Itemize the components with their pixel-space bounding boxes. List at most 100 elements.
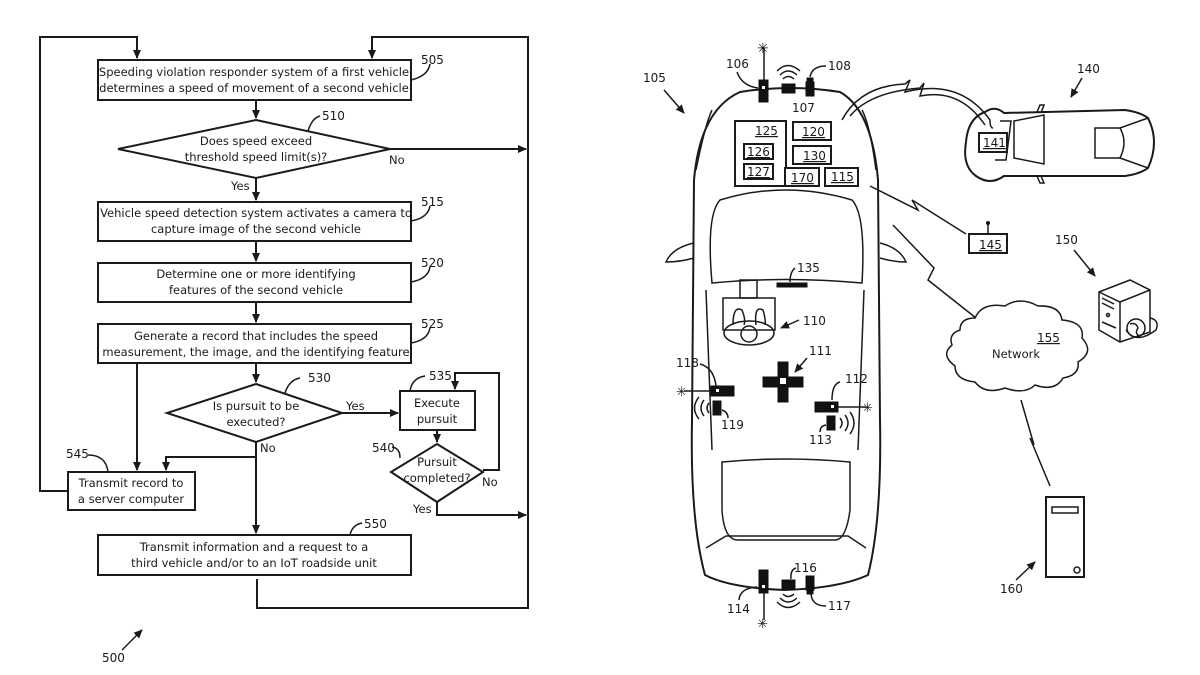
decision-510-no: No [389, 153, 405, 167]
ref-116: 116 [794, 561, 817, 575]
ref-115: 115 [831, 170, 854, 184]
step-520-line2: features of the second vehicle [169, 283, 343, 297]
ref-130: 130 [803, 149, 826, 163]
ref-135: 135 [797, 261, 820, 275]
step-515-line2: capture image of the second vehicle [151, 222, 361, 236]
sensor-107 [776, 64, 801, 94]
system-diagram: 105 ✳ 106 107 108 125 126 [643, 40, 1158, 631]
ref-114: 114 [727, 602, 750, 616]
ref-108: 108 [828, 59, 851, 73]
laser-burst-icon: ✳ [676, 384, 687, 399]
sensor-116 [776, 579, 801, 609]
ref-105: 105 [643, 71, 666, 85]
step-535: Execute pursuit 535 [399, 369, 476, 431]
sensor-108 [805, 77, 815, 97]
component-141: 141 [978, 132, 1008, 153]
ref-118: 118 [676, 356, 699, 370]
wireless-link-141 [841, 79, 994, 129]
ref-160: 160 [1000, 582, 1023, 596]
decision-510: Does speed exceed threshold speed limit(… [117, 109, 405, 193]
ref-140: 140 [1077, 62, 1100, 76]
network-label: Network [992, 347, 1040, 361]
ref-107: 107 [792, 101, 815, 115]
decision-530-no: No [260, 441, 276, 455]
module-170: 170 [784, 167, 820, 187]
roadside-unit-145: 145 [968, 221, 1008, 254]
sensor-119 [693, 396, 722, 420]
ref-535: 535 [429, 369, 452, 383]
module-115: 115 [824, 167, 859, 187]
decision-530-line2: executed? [227, 415, 286, 429]
ref-550: 550 [364, 517, 387, 531]
figure-ref-500: 500 [102, 651, 125, 665]
sensor-114: ✳ [757, 569, 769, 631]
step-525: Generate a record that includes the spee… [97, 317, 444, 364]
step-535-line1: Execute [414, 396, 460, 410]
sensor-113 [826, 411, 855, 435]
ref-110: 110 [803, 314, 826, 328]
decision-540-line2: completed? [403, 471, 470, 485]
step-550-line1: Transmit information and a request to a [139, 540, 369, 554]
laser-burst-icon: ✳ [757, 616, 768, 631]
ref-520: 520 [421, 256, 444, 270]
decision-530-line1: Is pursuit to be [213, 399, 300, 413]
ref-155: 155 [1037, 331, 1060, 345]
server-150 [1098, 279, 1158, 343]
decision-540-line1: Pursuit [417, 455, 457, 469]
decision-530: Is pursuit to be executed? 530 Yes No [163, 371, 365, 455]
ref-515: 515 [421, 195, 444, 209]
ref-127: 127 [747, 165, 770, 179]
module-group-125: 125 126 127 [734, 120, 787, 187]
step-520-line1: Determine one or more identifying [156, 267, 355, 281]
ref-112: 112 [845, 372, 868, 386]
ref-113: 113 [809, 433, 832, 447]
yes-arrow-540 [436, 496, 527, 519]
step-505-line2: determines a speed of movement of a seco… [99, 81, 409, 95]
step-550-line2: third vehicle and/or to an IoT roadside … [131, 556, 377, 570]
flowchart: Speeding violation responder system of a… [39, 36, 529, 665]
step-515: Vehicle speed detection system activates… [97, 195, 444, 242]
laser-burst-icon: ✳ [757, 40, 769, 56]
step-525-line2: measurement, the image, and the identify… [102, 345, 409, 359]
ref-117: 117 [828, 599, 851, 613]
ref-106: 106 [726, 57, 749, 71]
decision-540: Pursuit completed? 540 No Yes [372, 441, 498, 516]
component-135 [776, 282, 808, 288]
laser-burst-icon: ✳ [862, 400, 873, 415]
ref-125: 125 [755, 124, 778, 138]
step-520: Determine one or more identifying featur… [97, 256, 444, 303]
module-120: 120 [792, 121, 832, 141]
sensor-111 [762, 361, 804, 403]
sensor-117 [805, 575, 815, 595]
decision-510-yes: Yes [230, 179, 250, 193]
figure-ref-arrow [121, 629, 143, 651]
loop-from-550 [256, 36, 529, 609]
decision-540-no: No [482, 475, 498, 489]
ref-150: 150 [1055, 233, 1078, 247]
ref-120: 120 [802, 125, 825, 139]
decision-510-line2: threshold speed limit(s)? [185, 150, 328, 164]
ref-119: 119 [721, 418, 744, 432]
loop-from-545 [39, 36, 141, 492]
ref-111: 111 [809, 344, 832, 358]
step-550: Transmit information and a request to a … [97, 517, 412, 576]
network-cloud: Network 155 [946, 300, 1089, 392]
ref-540: 540 [372, 441, 395, 455]
second-vehicle [964, 104, 1155, 184]
ref-510: 510 [322, 109, 345, 123]
wireless-link-160 [1020, 399, 1051, 487]
step-525-line1: Generate a record that includes the spee… [134, 329, 378, 343]
module-130: 130 [792, 145, 832, 165]
ref-525: 525 [421, 317, 444, 331]
ref-170: 170 [791, 171, 814, 185]
step-545-line2: a server computer [78, 492, 184, 506]
step-515-line1: Vehicle speed detection system activates… [100, 206, 412, 220]
step-505-line1: Speeding violation responder system of a… [99, 65, 409, 79]
driver-seat-110 [722, 279, 776, 346]
step-545-line1: Transmit record to [78, 476, 184, 490]
wireless-link-145 [869, 185, 967, 235]
decision-530-yes: Yes [345, 399, 365, 413]
decision-510-line1: Does speed exceed [200, 134, 312, 148]
decision-540-yes: Yes [412, 502, 432, 516]
